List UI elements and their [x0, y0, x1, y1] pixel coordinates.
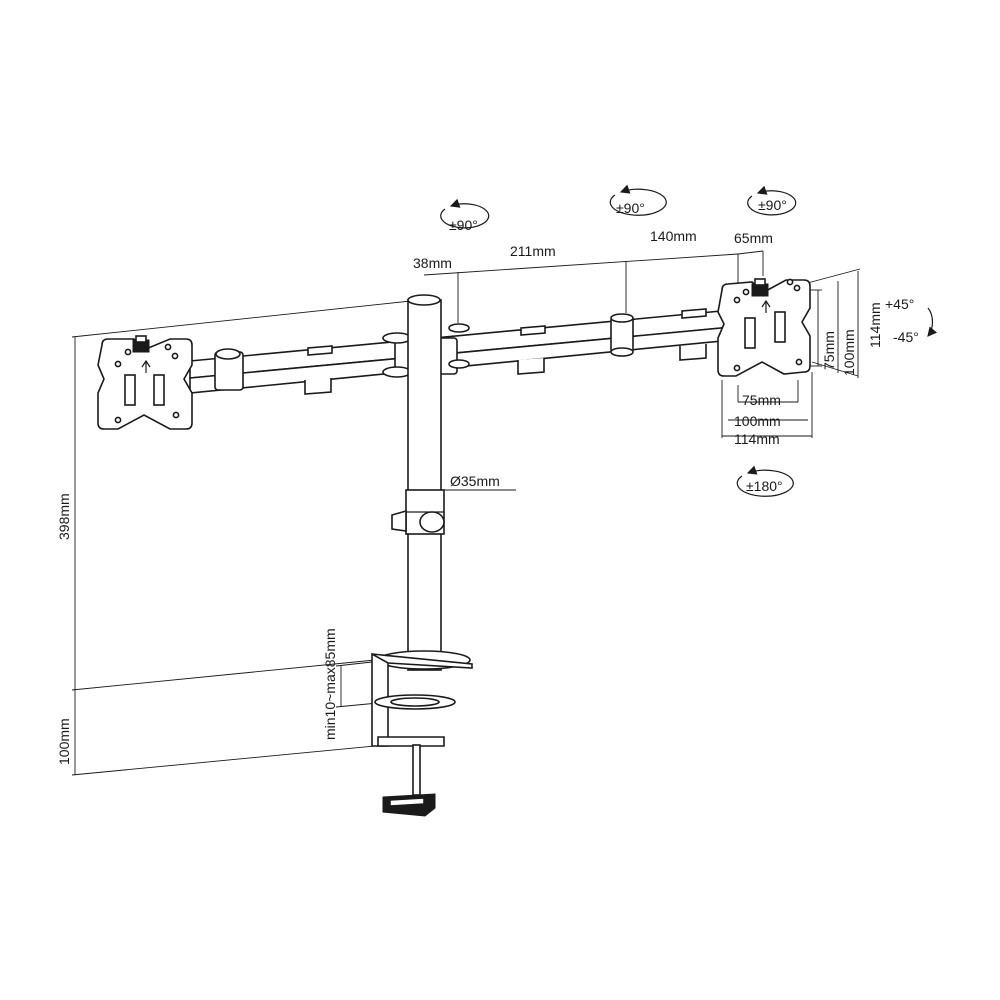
- label-rotate: ±180°: [746, 478, 783, 494]
- left-vesa-plate: [97, 335, 193, 430]
- label-tilt-up: +45°: [885, 296, 914, 312]
- label-vesa-h100: 100mm: [841, 329, 857, 376]
- label-rot-mid: ±90°: [616, 200, 645, 216]
- label-plate-w114: 114mm: [734, 431, 780, 447]
- label-pole-offset: 38mm: [413, 255, 452, 271]
- label-arm2: 140mm: [650, 228, 697, 244]
- rotation-arrows: [440, 184, 938, 497]
- label-plate-h114: 114mm: [867, 302, 883, 348]
- desk-clamp: [371, 652, 473, 817]
- label-rot-pole: ±90°: [449, 217, 478, 233]
- label-vesa-h75: 75mm: [821, 331, 837, 370]
- labels: 398mm 100mm min10~max85mm Ø35mm 38mm 211…: [56, 197, 919, 765]
- label-rot-head: ±90°: [758, 197, 787, 213]
- label-height-total: 398mm: [56, 493, 72, 540]
- label-arm1: 211mm: [510, 243, 556, 259]
- label-clamp-range: min10~max85mm: [322, 628, 338, 740]
- label-height-low: 100mm: [56, 718, 72, 765]
- label-pole-diameter: Ø35mm: [450, 473, 500, 489]
- label-vesa-w75: 75mm: [742, 392, 781, 408]
- pole: [377, 294, 471, 671]
- label-tilt-down: -45°: [893, 329, 919, 345]
- dimension-lines: [71, 250, 861, 776]
- right-vesa-plate: [717, 278, 811, 377]
- label-vesa-w100: 100mm: [734, 413, 781, 429]
- label-arm3: 65mm: [734, 230, 773, 246]
- horizontal-arm: [189, 308, 733, 395]
